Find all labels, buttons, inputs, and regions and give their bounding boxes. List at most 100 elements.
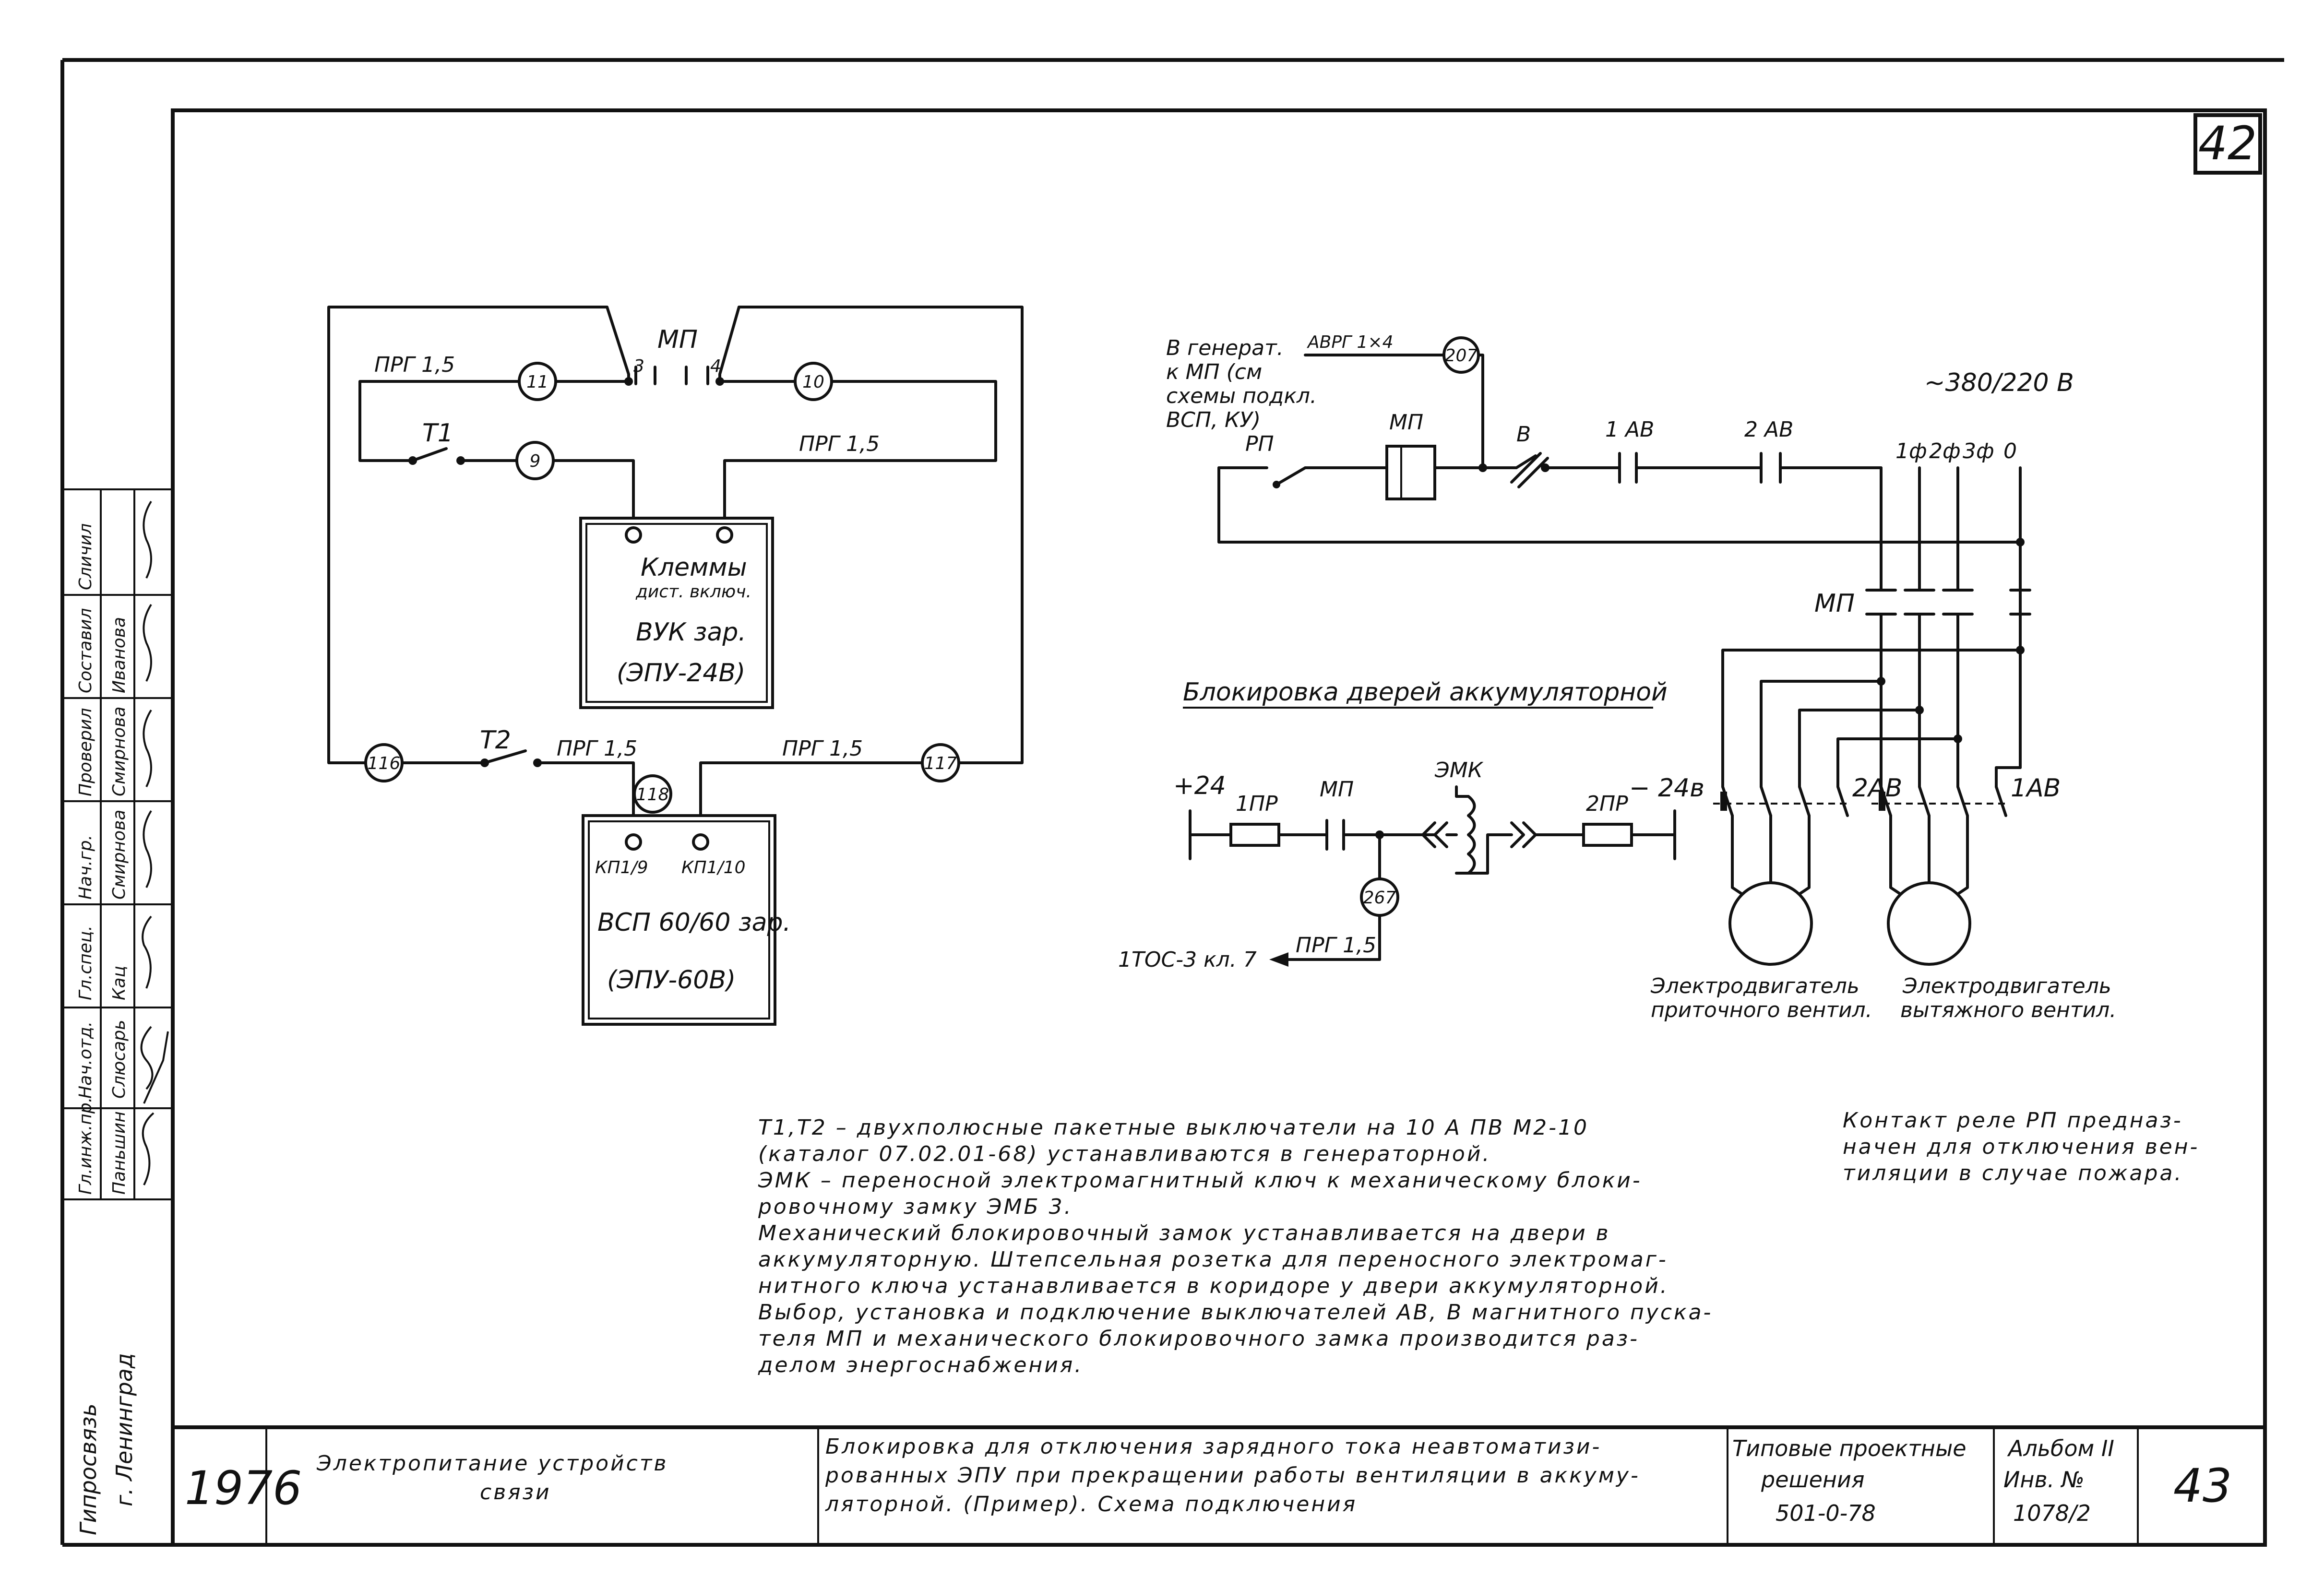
stamp-topic-0: Электропитание устройств [316,1451,668,1476]
node-9-label: 9 [530,451,541,471]
note-line-6: нитного ключа устанавливается в коридоре… [758,1274,1669,1298]
sheet-frame [60,58,2284,1547]
door-lock-circuit [1189,785,1676,967]
vsp-box-inner [588,820,770,1019]
breaker-2ab: 2АВ [1852,774,1902,803]
mp-coil [1385,445,1436,500]
minus24-label: − 24в [1629,774,1704,803]
stamp-role-6: Сличил [76,523,95,590]
stamp-series-2: 501-0-78 [1776,1500,1876,1526]
stamp-role-3: Нач.гр. [76,835,95,900]
left-circuit [327,306,1024,836]
neutral: 0 [2003,439,2017,463]
stamp-org-1: г. Ленинград [111,1353,137,1506]
stamp-name-2: Кац [109,966,129,1000]
note-line-7: Выбор, установка и подключение выключате… [758,1300,1713,1325]
node-10-label: 10 [802,372,824,392]
door-mp-label: МП [1320,777,1354,802]
note-line-4: Механический блокировочный замок устанав… [758,1221,1610,1245]
cable-label: АВРГ 1×4 [1307,332,1394,352]
node-116 [364,743,404,782]
plus24-label: +24 [1173,771,1226,800]
side-stamp-grid [62,488,173,1200]
emk-label: ЭМК [1434,758,1484,782]
stamp-series-0: Типовые проектные [1732,1435,1966,1461]
vuk-terminal-left [625,526,642,544]
mp-label-left: МП [657,325,698,354]
vuk-box-inner [585,523,768,703]
note-line-2: ЭМК – переносной электромагнитный ключ к… [758,1168,1642,1193]
gen-note-3: ВСП, КУ) [1166,408,1261,432]
vsp-model: (ЭПУ-60В) [607,966,736,995]
node-117 [921,743,960,782]
gen-note-1: к МП (см [1166,360,1262,384]
vsp-term-right: КП1/10 [681,858,745,877]
node-116-label: 116 [368,754,401,773]
motor-1-caption-0: Электродвигатель [1650,974,1859,998]
wire-prg-left: ПРГ 1,5 [374,353,455,377]
fuse-2-label: 2ПР [1586,792,1628,816]
vuk-terminal-right [716,526,733,544]
note-line-5: аккумуляторную. Штепсельная розетка для … [758,1247,1668,1272]
mp-coil-label: МП [1389,410,1423,435]
motor-2-caption-0: Электродвигатель [1902,974,2111,998]
note-line-3: ровочному замку ЭМБ 3. [758,1195,1073,1219]
ab2-label: 2 АВ [1744,417,1793,442]
breaker-1ab: 1АВ [2011,774,2061,803]
stamp-role-1: Нач.отд. [76,1021,95,1099]
stamp-role-5: Составил [76,608,95,693]
wire-prg-117: ПРГ 1,5 [782,736,863,761]
gen-note-2: схемы подкл. [1166,384,1317,408]
stamp-role-4: Проверил [76,708,95,796]
vsp-terminal-right [692,833,709,851]
vuk-terminals-sub: дист. включ. [635,582,751,602]
stamp-name-4: Смирнова [109,707,129,796]
motor-2-caption-1: вытяжного вентил. [1900,998,2116,1022]
note-line-1: (каталог 07.02.01-68) устанавливаются в … [758,1142,1491,1166]
phase-1: 1ф [1895,439,1927,463]
contact-3: 3 [633,356,644,376]
side-note-block: Контакт реле РП предназ- начен для отклю… [1843,1108,2199,1185]
node-11-label: 11 [526,372,548,392]
stamp-album-0: Альбом II [2007,1435,2114,1461]
fuse-1-label: 1ПР [1236,792,1278,816]
title-block-grid [173,1425,2265,1545]
wire-prg-right: ПРГ 1,5 [799,432,880,456]
corner-number: 42 [2198,117,2257,170]
stamp-role-0: Гл.инж.пр. [76,1097,95,1195]
node-207 [1442,336,1480,374]
rp-label: РП [1245,432,1274,456]
motor-supply [1728,881,1813,966]
side-note-1: начен для отключения вен- [1843,1135,2199,1159]
stamp-org-0: Гипросвязь [75,1403,101,1535]
node-118 [633,774,672,814]
switch-t1: Т1 [422,419,453,448]
vsp-terminal-left [625,833,642,851]
node-118-label: 118 [636,785,669,805]
stamp-title-2: ляторной. (Пример). Схема подключения [825,1492,1357,1517]
stamp-name-0: Паньшин [109,1111,129,1195]
stamp-name-5: Иванова [109,617,129,693]
node-11 [518,362,557,401]
stamp-topic-1: связи [480,1480,551,1505]
door-wire-label: ПРГ 1,5 [1296,933,1376,958]
wire-prg-t2: ПРГ 1,5 [557,736,637,761]
switch-t2: Т2 [480,726,511,755]
mp-contacts-label: МП [1814,589,1855,618]
node-267 [1360,877,1399,917]
stamp-name-3: Смирнова [109,810,129,900]
stamp-title-1: рованных ЭПУ при прекращении работы вент… [825,1463,1640,1488]
node-9 [515,441,555,480]
phase-3: 3ф [1963,439,1994,463]
vuk-name: ВУК зар. [636,618,746,647]
side-note-2: тиляции в случае пожара. [1843,1161,2183,1185]
motor-exhaust [1887,881,1971,966]
note-line-8: теля МП и механического блокировочного з… [758,1327,1639,1351]
voltage-label: ~380/220 В [1924,368,2074,397]
node-207-label: 207 [1445,346,1478,366]
side-note-0: Контакт реле РП предназ- [1843,1108,2183,1133]
signatures [140,500,169,1185]
v-label: В [1516,422,1531,447]
